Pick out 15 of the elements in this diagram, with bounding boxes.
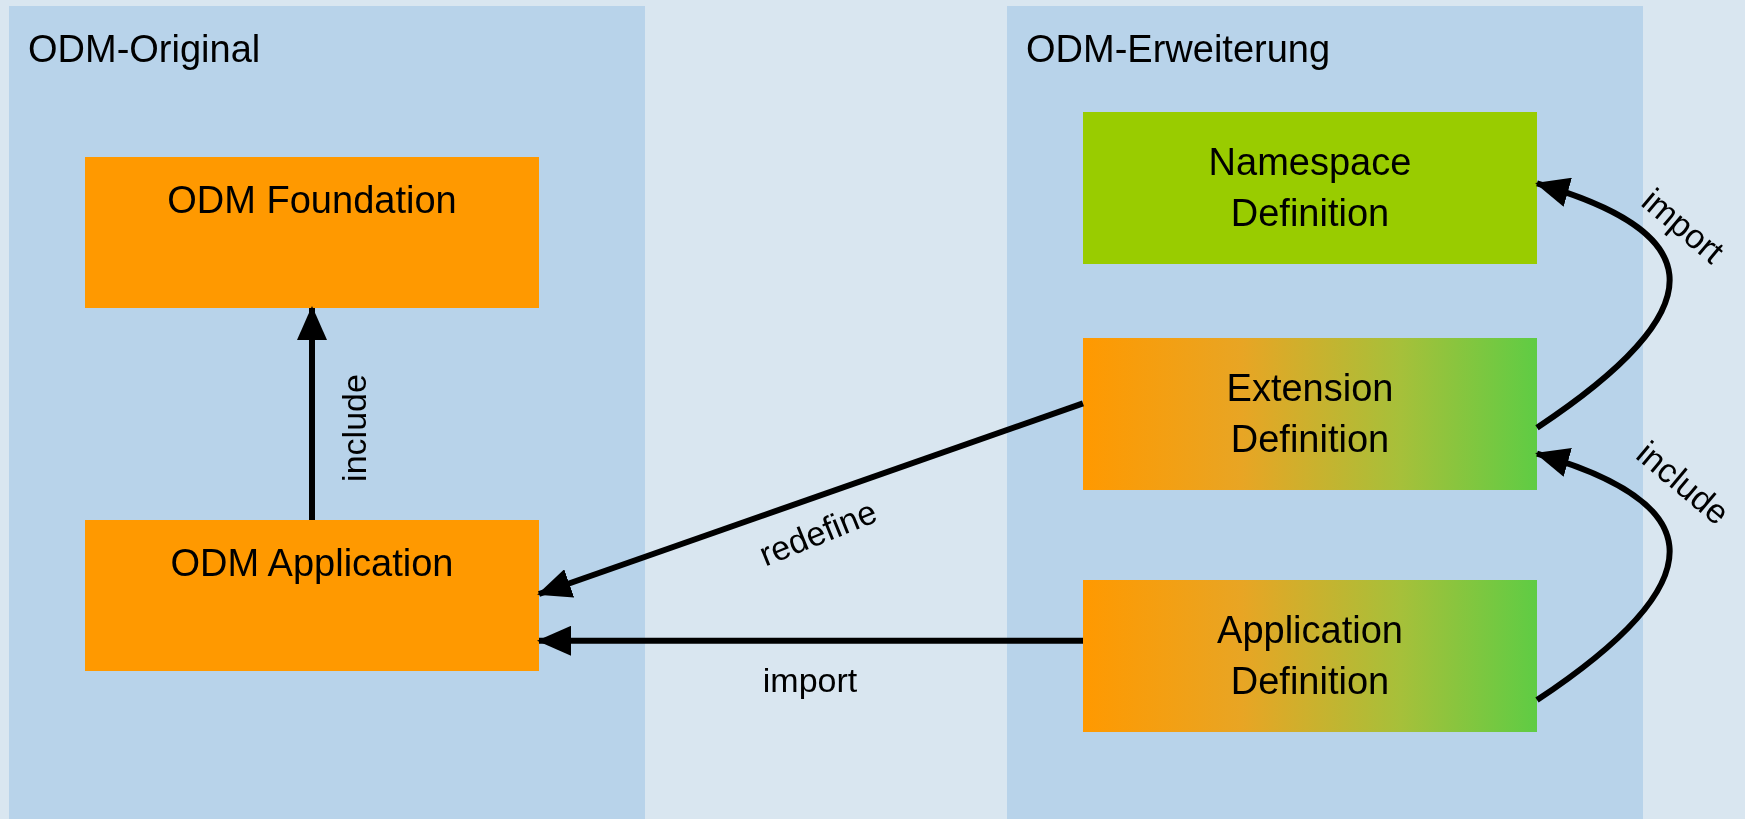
arrow <box>537 400 1084 598</box>
process-box: Application Definition <box>1083 580 1537 732</box>
edge-label: include <box>334 374 374 482</box>
process-box: ODM Foundation <box>85 157 539 308</box>
arrow <box>297 306 327 520</box>
process-box: ODM Application <box>85 520 539 671</box>
panel-title: ODM-Original <box>28 28 261 71</box>
edge-label: import <box>762 660 858 700</box>
process-box: Namespace Definition <box>1083 112 1537 264</box>
group-panel <box>9 6 645 819</box>
process-box: Extension Definition <box>1083 338 1537 490</box>
arrow <box>1535 449 1673 703</box>
arrow <box>1535 179 1673 431</box>
arrow <box>537 625 1083 656</box>
panel-title: ODM-Erweiterung <box>1026 28 1331 71</box>
